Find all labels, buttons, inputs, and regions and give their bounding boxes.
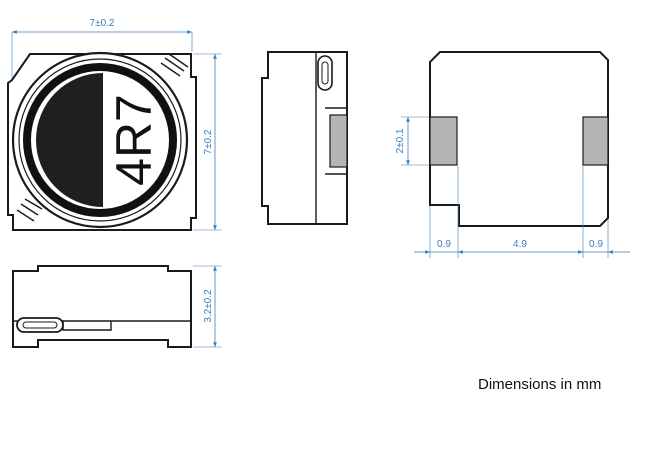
dim-top-width: 7±0.2 [11, 18, 193, 78]
pad-left [429, 116, 458, 166]
dim-top-height: 7±0.2 [193, 53, 222, 231]
dim-label-pad-height: 2±0.1 [395, 128, 406, 153]
dim-pad-height: 2±0.1 [395, 116, 429, 166]
dim-label-side-height: 3.2±0.2 [203, 289, 214, 323]
terminal-clip-bottom-left [16, 198, 43, 222]
bottom-view [429, 51, 609, 227]
side-view-bottom [12, 265, 192, 348]
part-marking: 4R7 [106, 94, 162, 186]
dim-side-height: 3.2±0.2 [193, 265, 222, 348]
side-view-right [261, 51, 348, 225]
pad-right [582, 116, 609, 166]
units-caption: Dimensions in mm [478, 376, 602, 393]
top-view: 4R7 [7, 51, 197, 231]
side-pad [329, 114, 348, 168]
dim-label-pad-width-right: 0.9 [589, 239, 603, 250]
dim-label-top-width: 7±0.2 [90, 18, 115, 29]
dim-pad-widths: 0.9 4.9 0.9 [414, 166, 630, 258]
dim-label-pad-width-left: 0.9 [437, 239, 451, 250]
dim-label-pad-gap: 4.9 [513, 239, 527, 250]
dim-label-top-height: 7±0.2 [203, 129, 214, 154]
core-dark-half [36, 73, 103, 207]
terminal-clip-top-right [160, 53, 189, 77]
